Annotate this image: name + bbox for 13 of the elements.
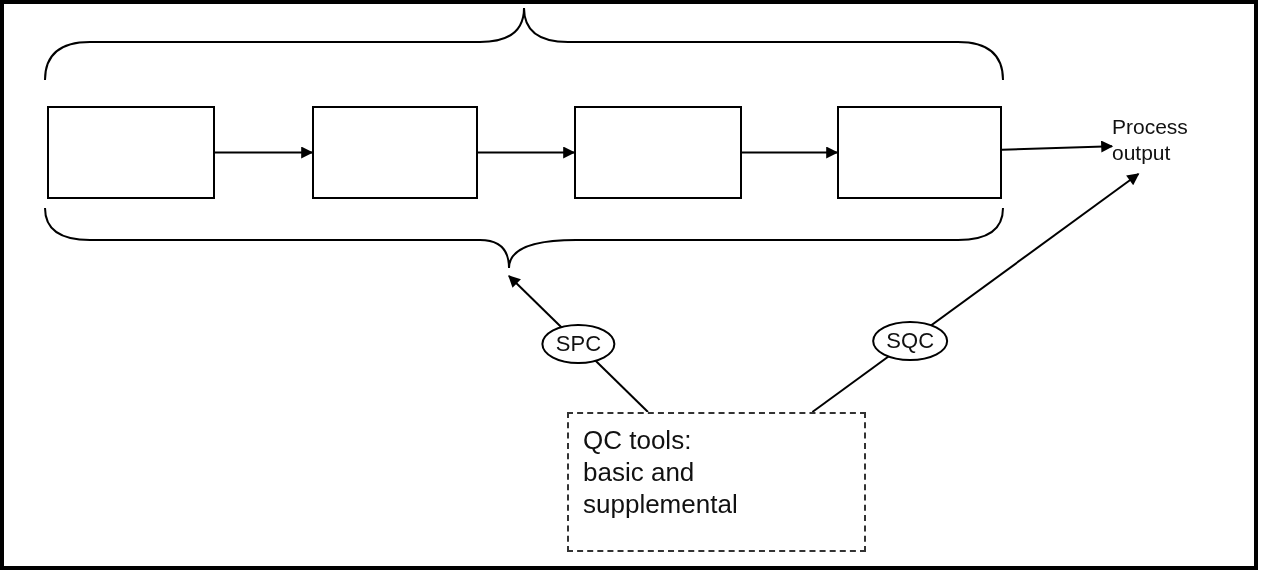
arrow — [1001, 140, 1114, 153]
process-box — [47, 106, 215, 199]
arrow — [741, 146, 839, 159]
process-box — [837, 106, 1002, 199]
edge-label: SQC — [872, 320, 949, 361]
arrow — [477, 146, 576, 159]
edge-label: SPC — [541, 324, 616, 364]
dashed-box — [567, 412, 866, 552]
process-box — [312, 106, 478, 199]
output-label: Process output — [1112, 114, 1247, 174]
box-text: QC tools: basic and supplemental — [583, 424, 739, 520]
arrow — [214, 146, 314, 159]
process-box — [574, 106, 742, 199]
